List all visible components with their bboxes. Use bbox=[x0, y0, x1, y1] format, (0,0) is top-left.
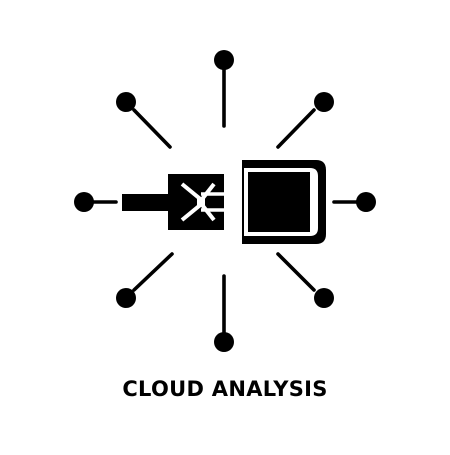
spoke-top-left bbox=[132, 108, 172, 149]
plug-head bbox=[168, 174, 224, 230]
spoke-top-right bbox=[276, 108, 316, 149]
node-top bbox=[214, 50, 234, 70]
spoke-nodes bbox=[74, 50, 376, 352]
node-left bbox=[74, 192, 94, 212]
socket bbox=[242, 160, 326, 244]
spoke-bottom-left bbox=[132, 252, 174, 292]
node-bottom-left bbox=[116, 288, 136, 308]
node-top-right bbox=[314, 92, 334, 112]
plug-cable bbox=[122, 194, 168, 211]
spoke-bottom-right bbox=[276, 252, 316, 292]
caption-title: CLOUD ANALYSIS bbox=[122, 377, 328, 401]
node-right bbox=[356, 192, 376, 212]
node-top-left bbox=[116, 92, 136, 112]
node-bottom bbox=[214, 332, 234, 352]
node-bottom-right bbox=[314, 288, 334, 308]
spoke-lines bbox=[92, 68, 360, 334]
